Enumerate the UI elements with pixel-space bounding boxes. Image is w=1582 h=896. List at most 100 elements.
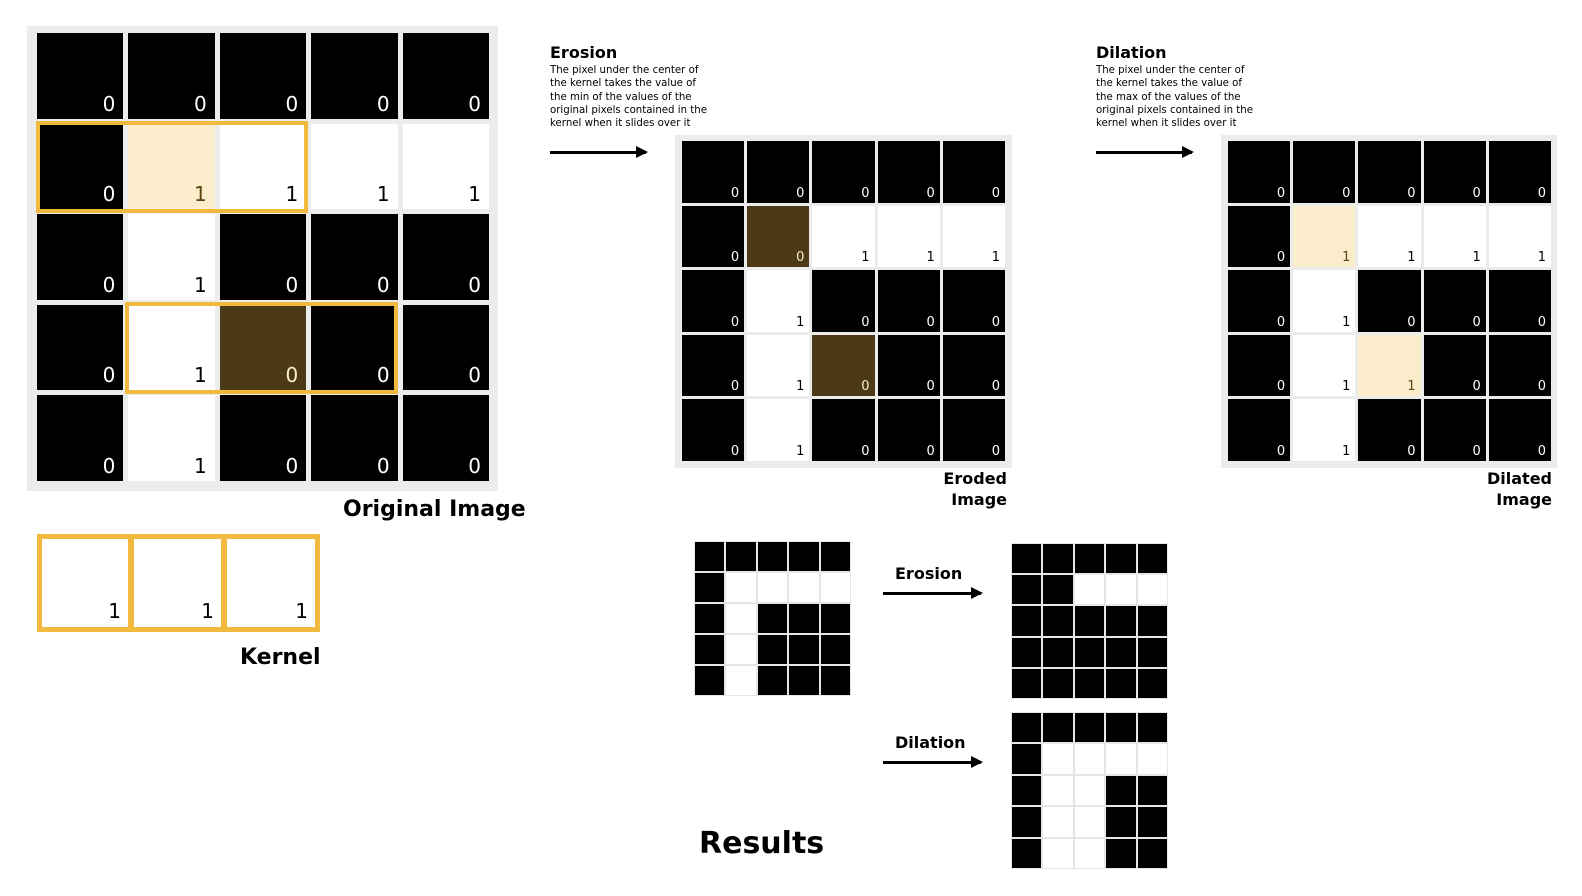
grid-cell: [694, 634, 726, 665]
grid-cell: [1042, 837, 1074, 869]
grid-cell: 0: [682, 141, 745, 203]
grid-cell: 1: [1293, 270, 1356, 332]
grid-cell: [725, 603, 757, 634]
grid-cell: [694, 603, 726, 634]
grid-cell: [788, 634, 820, 665]
dilated-caption-line2: Image: [1496, 490, 1552, 509]
grid-cell: 1: [1358, 205, 1421, 268]
cell-value: 1: [861, 250, 870, 266]
cell-value: 0: [468, 91, 481, 116]
grid-cell: 0: [682, 205, 745, 268]
grid-cell: 1: [1293, 334, 1356, 397]
cell-value: 0: [102, 363, 116, 388]
cell-value: 0: [1472, 443, 1481, 459]
grid-cell: [1073, 605, 1106, 637]
grid-cell: [819, 665, 851, 696]
grid-cell: [1136, 636, 1168, 668]
cell-value: 0: [926, 314, 935, 330]
grid-cell: [1011, 712, 1043, 744]
cell-value: 1: [796, 379, 805, 395]
kernel-label: Kernel: [240, 645, 321, 670]
kernel-cell-3: 1: [222, 534, 320, 632]
grid-cell: 1: [1423, 205, 1486, 268]
grid-cell: [1042, 774, 1074, 807]
cell-value: 0: [861, 379, 870, 395]
grid-cell: 0: [402, 395, 489, 481]
cell-value: 0: [730, 443, 740, 459]
grid-cell: [819, 634, 851, 665]
grid-cell: [725, 541, 757, 572]
grid-cell: 0: [37, 395, 124, 481]
grid-cell: 1: [1358, 334, 1421, 397]
grid-cell: 0: [877, 399, 940, 461]
cell-value: 0: [102, 272, 116, 297]
grid-cell: 0: [311, 304, 398, 391]
grid-cell: [694, 541, 726, 572]
grid-cell: [1105, 574, 1137, 606]
grid-cell: [1105, 605, 1137, 637]
grid-cell: 1: [311, 123, 398, 210]
grid-cell: 0: [37, 214, 124, 300]
cell-value: 1: [1472, 250, 1481, 266]
cell-value: 1: [1342, 379, 1351, 395]
dilated-image-caption: Dilated Image: [1487, 468, 1552, 510]
cell-value: 0: [861, 185, 870, 201]
cell-value: 0: [991, 314, 1000, 330]
cell-value: 0: [730, 250, 740, 266]
grid-cell: 0: [37, 304, 124, 391]
grid-cell: [1042, 636, 1074, 668]
grid-cell: 1: [128, 304, 215, 391]
cell-value: 0: [1537, 314, 1546, 330]
grid-cell: [1042, 605, 1074, 637]
grid-cell: 0: [877, 334, 940, 397]
dilation-arrow: [1096, 146, 1194, 158]
grid-cell: [1105, 774, 1137, 807]
cell-value: 0: [1276, 379, 1286, 395]
grid-cell: [1105, 543, 1137, 575]
dilation-title: Dilation: [1096, 43, 1167, 62]
grid-cell: 0: [1488, 334, 1551, 397]
erosion-description: The pixel under the center of the kernel…: [550, 65, 708, 130]
grid-cell: 0: [1293, 141, 1356, 203]
grid-cell: 0: [1423, 270, 1486, 332]
grid-cell: [1011, 667, 1043, 699]
grid-cell: [1073, 543, 1106, 575]
grid-cell: 1: [747, 399, 810, 461]
cell-value: 0: [376, 453, 390, 478]
cell-value: 0: [102, 182, 116, 207]
grid-cell: [1073, 837, 1106, 869]
grid-cell: 0: [682, 270, 745, 332]
grid-cell: [1042, 712, 1074, 744]
cell-value: 1: [796, 443, 805, 459]
grid-cell: [788, 665, 820, 696]
grid-cell: [1073, 712, 1106, 744]
cell-value: 0: [796, 250, 805, 266]
cell-value: 0: [991, 185, 1000, 201]
grid-cell: 1: [1293, 205, 1356, 268]
cell-value: 0: [285, 363, 299, 388]
grid-cell: [1136, 743, 1168, 775]
grid-cell: 0: [877, 270, 940, 332]
grid-cell: 0: [219, 395, 307, 481]
grid-cell: [1073, 574, 1106, 606]
grid-cell: 0: [747, 141, 810, 203]
grid-cell: [788, 603, 820, 634]
grid-cell: 0: [1488, 399, 1551, 461]
grid-cell: [756, 665, 789, 696]
cell-value: 1: [194, 182, 207, 207]
cell-value: 1: [194, 453, 207, 478]
grid-cell: 0: [812, 399, 875, 461]
kernel-value: 1: [201, 599, 214, 623]
grid-cell: 1: [812, 205, 875, 268]
grid-cell: 0: [812, 334, 875, 397]
grid-cell: [1073, 743, 1106, 775]
cell-value: 0: [1276, 250, 1286, 266]
cell-value: 0: [1342, 185, 1351, 201]
cell-value: 1: [1407, 250, 1416, 266]
kernel-cell-2: 1: [129, 534, 226, 632]
grid-cell: 0: [219, 214, 307, 300]
cell-value: 0: [285, 272, 299, 297]
grid-cell: [1042, 806, 1074, 838]
